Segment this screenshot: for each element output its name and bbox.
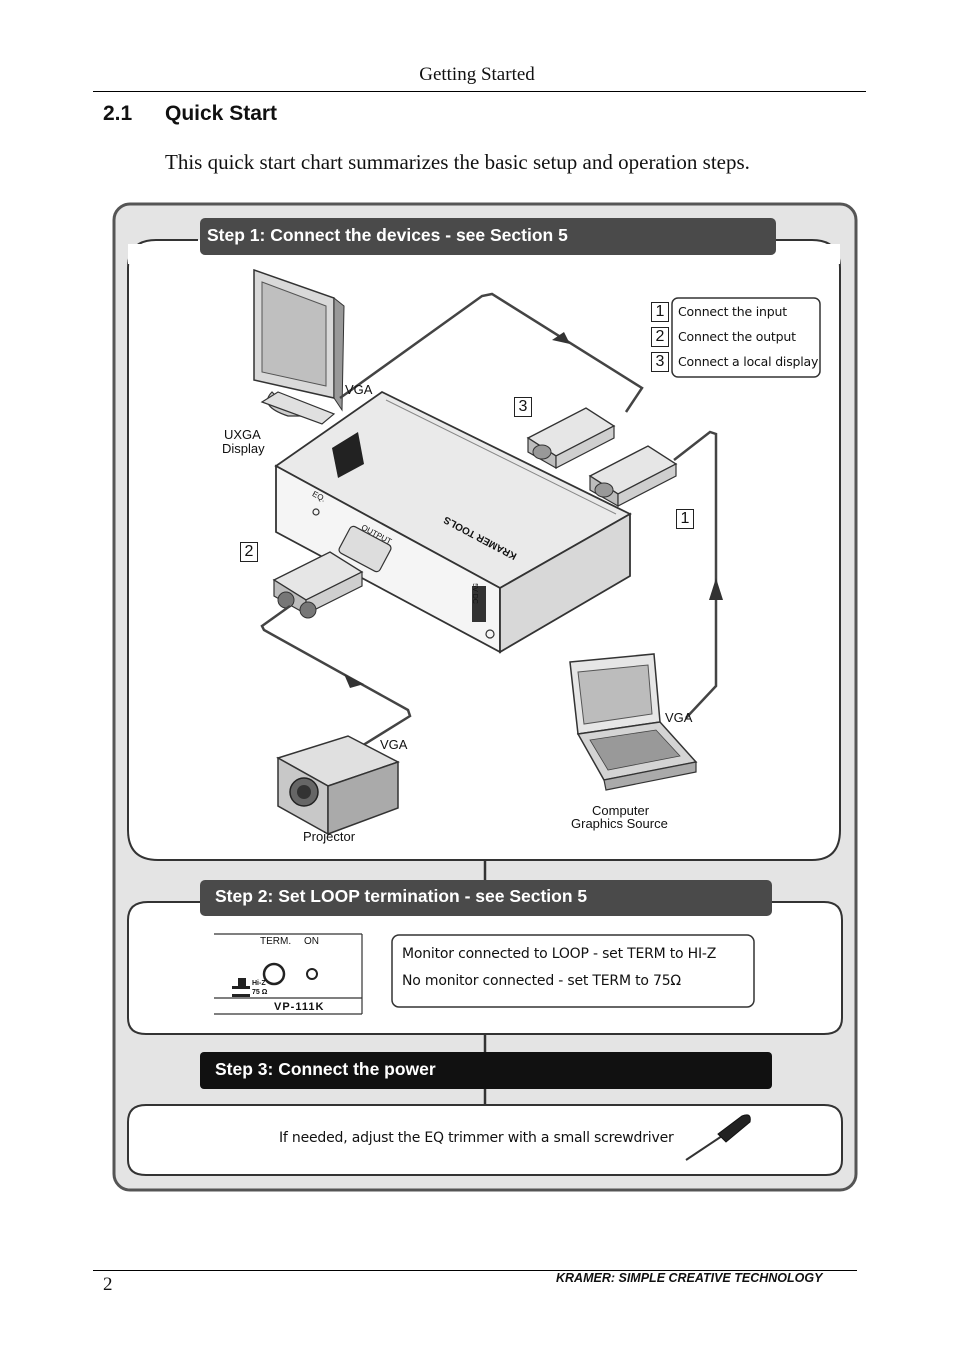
laptop-label-line1: Computer xyxy=(592,803,650,818)
hiz-label: Hi-Z xyxy=(252,980,266,987)
callout-3: 3 xyxy=(514,397,532,417)
step2-note-2: No monitor connected - set TERM to 75Ω xyxy=(402,973,681,989)
display-label-line2: Display xyxy=(222,441,265,456)
connector-1-illustration xyxy=(588,445,678,508)
ohm-label: 75 Ω xyxy=(252,989,268,996)
step1-banner-bg xyxy=(200,218,776,255)
display-label-line1: UXGA xyxy=(224,427,261,442)
screwdriver-icon xyxy=(685,1114,751,1161)
projector-illustration xyxy=(276,735,400,836)
step2-banner-bg xyxy=(200,880,772,916)
projector-label: Projector xyxy=(303,829,356,844)
section-number: 2.1 xyxy=(103,102,133,125)
page-number: 2 xyxy=(103,1274,113,1295)
section-title: Quick Start xyxy=(165,102,278,125)
legend-num-3: 3 xyxy=(651,352,669,372)
step2-note-1: Monitor connected to LOOP - set TERM to … xyxy=(402,946,717,962)
running-header: Getting Started xyxy=(419,64,535,85)
projector-vga-label: VGA xyxy=(380,737,408,752)
step2-banner: Step 2: Set LOOP termination - see Secti… xyxy=(215,886,588,906)
legend-text-1: Connect the input xyxy=(678,304,787,319)
footer-rule xyxy=(93,1270,857,1271)
step3-banner: Step 3: Connect the power xyxy=(215,1059,436,1079)
laptop-label-line2: Graphics Source xyxy=(571,816,668,831)
callout-2: 2 xyxy=(240,542,258,562)
step2-note-box xyxy=(391,934,755,1008)
display-vga-label: VGA xyxy=(345,382,373,397)
device-power-label: 5V DC xyxy=(470,583,478,604)
step1-banner: Step 1: Connect the devices - see Sectio… xyxy=(207,225,568,245)
step3-note: If needed, adjust the EQ trimmer with a … xyxy=(279,1130,674,1146)
step3-panel xyxy=(127,1104,843,1176)
footer-brand: KRAMER: SIMPLE CREATIVE TECHNOLOGY xyxy=(556,1271,823,1285)
header-rule xyxy=(93,91,866,92)
intro-paragraph: This quick start chart summarizes the ba… xyxy=(165,150,750,174)
laptop-vga-label: VGA xyxy=(665,710,693,725)
model-label: VP-111K xyxy=(274,1001,325,1013)
step3-banner-bg xyxy=(200,1052,772,1089)
callout-1: 1 xyxy=(676,509,694,529)
legend-num-2: 2 xyxy=(651,327,669,347)
connector-2-illustration xyxy=(272,551,364,619)
legend-num-1: 1 xyxy=(651,302,669,322)
quick-start-chart: Step 1: Connect the devices - see Sectio… xyxy=(112,202,858,1192)
on-label: ON xyxy=(304,936,319,947)
connector-3-illustration xyxy=(526,407,616,470)
term-switch-icon xyxy=(262,962,286,986)
term-label: TERM. xyxy=(260,936,292,947)
laptop-illustration xyxy=(569,653,698,791)
legend-text-2: Connect the output xyxy=(678,329,796,344)
chart-graphics xyxy=(112,202,858,1192)
legend-box xyxy=(671,297,821,378)
legend-text-3: Connect a local display xyxy=(678,354,819,369)
on-led-icon xyxy=(306,968,318,980)
uxga-display-illustration xyxy=(253,268,345,425)
vp-111k-device-illustration xyxy=(274,390,632,654)
